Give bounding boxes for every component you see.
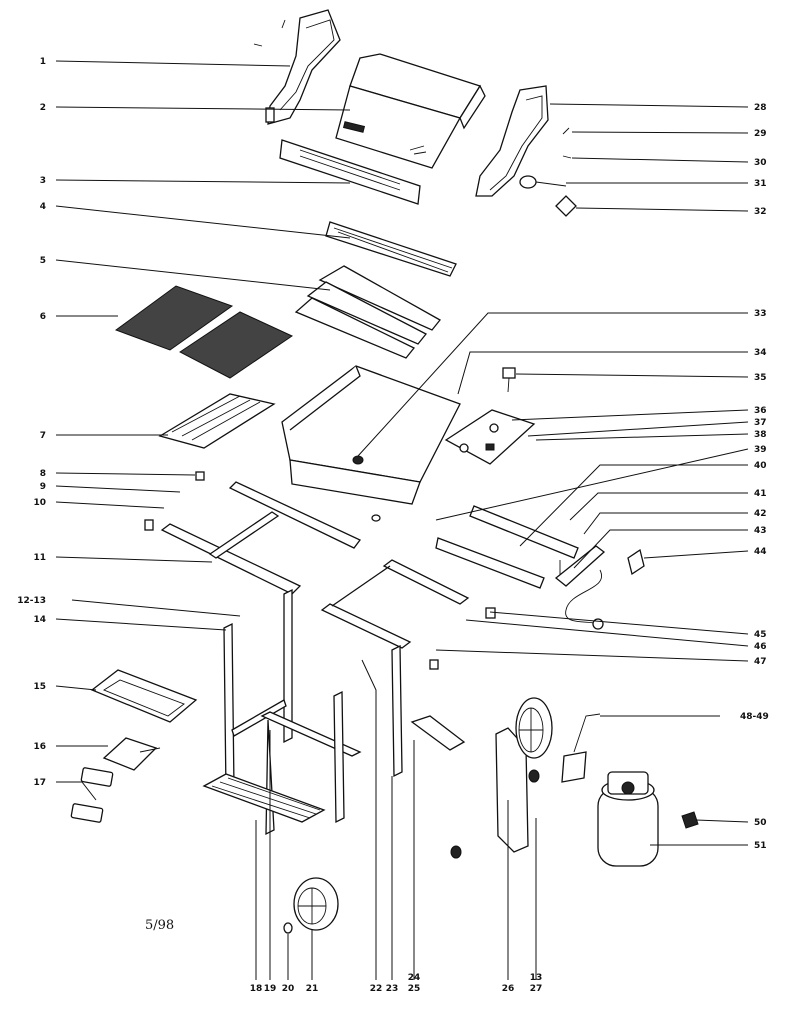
- callout-31: 31: [754, 179, 767, 189]
- callout-24: 24: [408, 973, 421, 983]
- callout-12-13: 12-13: [17, 596, 46, 606]
- cooking-grates-part: [114, 285, 294, 379]
- valve-connector-part: [681, 811, 699, 829]
- callout-9: 9: [40, 482, 46, 492]
- regulator-part: [561, 713, 601, 783]
- bottom-wheel-part: [293, 877, 339, 931]
- callout-44: 44: [754, 547, 767, 557]
- callout-27: 27: [530, 984, 543, 994]
- callout-18: 18: [250, 984, 263, 994]
- callout-43: 43: [754, 526, 767, 536]
- lid-part: [335, 53, 486, 169]
- screw-part: [562, 127, 570, 135]
- screw-part: [562, 155, 572, 159]
- callout-34: 34: [754, 348, 767, 358]
- knob-handle-part: [555, 195, 577, 217]
- callout-51: 51: [754, 841, 767, 851]
- callout-30: 30: [754, 158, 767, 168]
- hardware-part: [485, 607, 496, 619]
- callout-40: 40: [754, 461, 767, 471]
- callout-41: 41: [754, 489, 767, 499]
- wheel-part: [515, 697, 553, 759]
- date-code: 5/98: [145, 918, 174, 933]
- callout-29: 29: [754, 129, 767, 139]
- nut-part: [450, 845, 462, 859]
- callout-19: 19: [264, 984, 277, 994]
- hubcap-part: [283, 922, 293, 934]
- callout-42: 42: [754, 509, 767, 519]
- callout-17: 17: [33, 778, 46, 788]
- flavorizer-bars-part: [294, 265, 441, 359]
- callout-5: 5: [40, 256, 46, 266]
- leader-lines: [55, 60, 749, 980]
- callout-48-49: 48-49: [740, 712, 769, 722]
- callout-33: 33: [754, 309, 767, 319]
- callout-7: 7: [40, 431, 46, 441]
- callout-10: 10: [33, 498, 46, 508]
- bar-grate-part: [158, 393, 276, 449]
- burner-tubes-part: [435, 505, 579, 589]
- propane-tank-part: [597, 771, 659, 867]
- callout-47: 47: [754, 657, 767, 667]
- callout-26: 26: [502, 984, 515, 994]
- heat-shield-part: [279, 139, 421, 205]
- callout-46: 46: [754, 642, 767, 652]
- callout-23: 23: [386, 984, 399, 994]
- callout-3: 3: [40, 176, 46, 186]
- pan-holder-part: [102, 737, 161, 771]
- callout-8: 8: [40, 469, 46, 479]
- callout-45: 45: [754, 630, 767, 640]
- nut-part: [528, 769, 540, 783]
- right-end-cap-part: [475, 85, 549, 197]
- callout-13: 13: [530, 973, 543, 983]
- callout-16: 16: [33, 742, 46, 752]
- drip-pan-part: [70, 767, 114, 823]
- right-cart-frame-part: [320, 559, 470, 778]
- callout-50: 50: [754, 818, 767, 828]
- callout-22: 22: [370, 984, 383, 994]
- hardware-part: [429, 659, 439, 670]
- screw-part: [253, 43, 263, 47]
- cookbox-part: [281, 365, 461, 522]
- callout-1: 1: [40, 57, 46, 67]
- hardware-part: [195, 471, 205, 481]
- front-frame-part: [160, 481, 361, 595]
- bracket-part: [627, 548, 645, 576]
- control-knob-part: [519, 175, 567, 189]
- callout-21: 21: [306, 984, 319, 994]
- storage-pan-part: [90, 669, 198, 723]
- callout-20: 20: [282, 984, 295, 994]
- hardware-part: [144, 519, 154, 531]
- callout-28: 28: [754, 103, 767, 113]
- axle-bracket-part: [495, 727, 529, 853]
- control-panel-part: [444, 409, 536, 465]
- screw-part: [281, 19, 286, 29]
- knob-part: [502, 367, 516, 393]
- callout-labels: 123456789101112-131415161728293031323334…: [17, 57, 769, 994]
- callout-11: 11: [33, 553, 46, 563]
- left-end-cap-part: [265, 9, 341, 125]
- mounting-bracket-part: [410, 715, 466, 751]
- callout-6: 6: [40, 312, 46, 322]
- callout-4: 4: [40, 202, 46, 212]
- callout-32: 32: [754, 207, 767, 217]
- gas-hose-part: [554, 545, 606, 630]
- warming-rack-part: [325, 221, 457, 277]
- callout-35: 35: [754, 373, 767, 383]
- callout-39: 39: [754, 445, 767, 455]
- callout-36: 36: [754, 406, 767, 416]
- callout-37: 37: [754, 418, 767, 428]
- callout-15: 15: [33, 682, 46, 692]
- bottom-shelf-part: [202, 773, 326, 823]
- callout-25: 25: [408, 984, 421, 994]
- callout-2: 2: [40, 103, 46, 113]
- callout-38: 38: [754, 430, 767, 440]
- callout-14: 14: [33, 615, 46, 625]
